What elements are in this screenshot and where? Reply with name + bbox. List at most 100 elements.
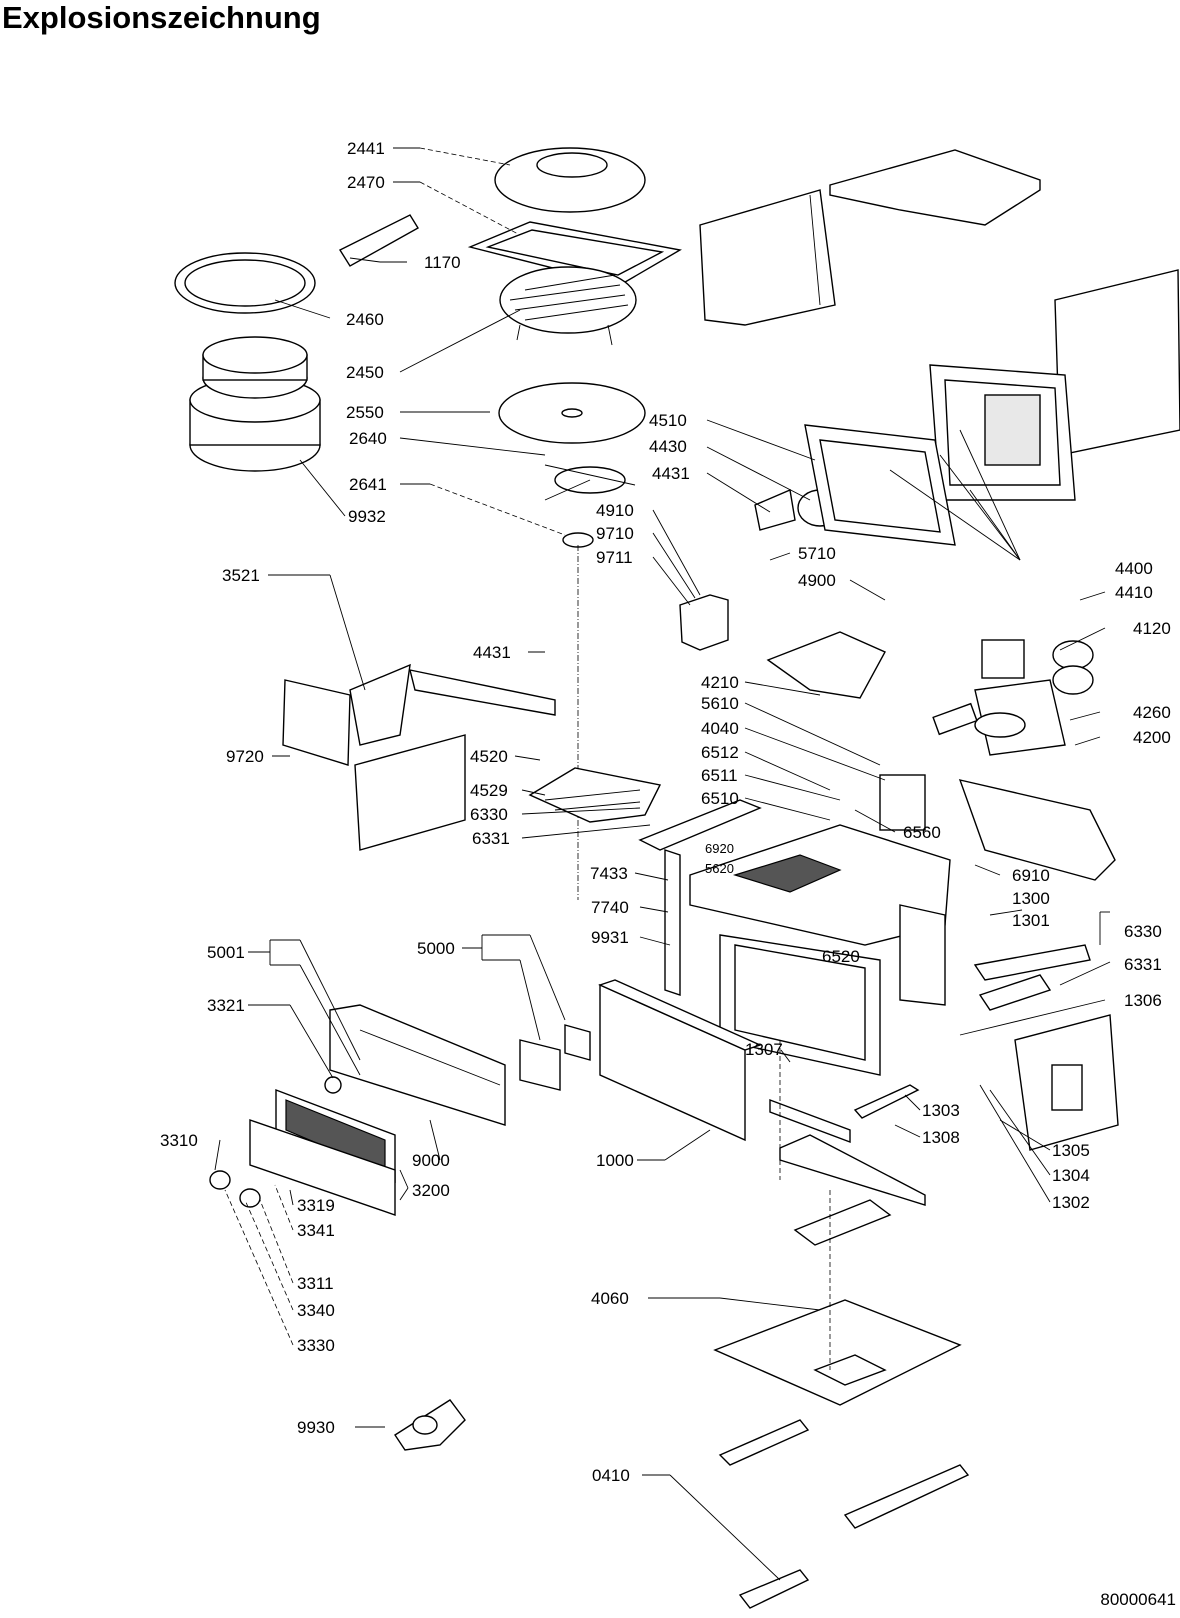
part-label-3340: 3340 (297, 1301, 335, 1320)
rail-4431 (409, 669, 556, 716)
part-label-4431: 4431 (652, 464, 690, 483)
base-plate-4060 (713, 1299, 962, 1406)
part-label-5000: 5000 (417, 939, 455, 958)
part-label-6520: 6520 (822, 947, 860, 966)
plate-2460 (174, 252, 316, 314)
door-bar-1303 (853, 1084, 920, 1119)
part-label-9710: 9710 (596, 524, 634, 543)
part-label-5620: 5620 (705, 861, 734, 876)
part-label-6331: 6331 (472, 829, 510, 848)
part-label-4510: 4510 (649, 411, 687, 430)
part-label-1308: 1308 (922, 1128, 960, 1147)
part-label-4520: 4520 (470, 747, 508, 766)
motor-4410 (981, 639, 1094, 695)
part-label-4529: 4529 (470, 781, 508, 800)
leader-lines (214, 147, 1111, 1581)
knob-3311 (239, 1188, 261, 1208)
document-number: 80000641 (1100, 1590, 1176, 1609)
part-label-1300: 1300 (1012, 889, 1050, 908)
door-seal-frame-4400 (804, 424, 956, 546)
part-label-2441: 2441 (347, 139, 385, 158)
part-labels: 2441 2470 1170 2460 2450 2550 2640 2641 … (160, 139, 1171, 1485)
cabinet-right-side-panel (1054, 269, 1180, 456)
stand-9930 (394, 1399, 466, 1451)
part-label-2470: 2470 (347, 173, 385, 192)
turntable-glass-2550 (498, 382, 646, 444)
insulation-panel (354, 734, 466, 851)
cavity-frame (929, 364, 1076, 501)
part-label-5001: 5001 (207, 943, 245, 962)
part-label-9930: 9930 (297, 1418, 335, 1437)
part-label-6330: 6330 (470, 805, 508, 824)
part-label-9720: 9720 (226, 747, 264, 766)
handle-1170 (338, 214, 419, 267)
part-label-1307: 1307 (745, 1040, 783, 1059)
part-label-1302: 1302 (1052, 1193, 1090, 1212)
part-label-6560: 6560 (903, 823, 941, 842)
part-label-2640: 2640 (349, 429, 387, 448)
foot-rail-0410 (718, 1419, 970, 1609)
bottom-rail (769, 1098, 926, 1206)
part-label-6512: 6512 (701, 743, 739, 762)
part-label-3311: 3311 (297, 1274, 334, 1293)
part-label-6331b: 6331 (1124, 955, 1162, 974)
part-label-1000: 1000 (596, 1151, 634, 1170)
part-label-4410: 4410 (1115, 583, 1153, 602)
part-label-9711: 9711 (596, 548, 633, 567)
waveguide-cover-5710 (766, 631, 886, 699)
part-label-4431b: 4431 (473, 643, 511, 662)
part-label-7740: 7740 (591, 898, 629, 917)
part-label-9932: 9932 (348, 507, 386, 526)
part-label-4900: 4900 (798, 571, 836, 590)
roller-ring-2640 (544, 464, 636, 501)
part-label-9931: 9931 (591, 928, 629, 947)
part-label-7433: 7433 (590, 864, 628, 883)
bracket-6331 (978, 974, 1052, 1011)
part-label-1303: 1303 (922, 1101, 960, 1120)
part-label-6511: 6511 (701, 766, 738, 785)
control-panel-3200 (249, 1119, 396, 1216)
rail-7433 (664, 849, 681, 996)
part-label-4210: 4210 (701, 673, 739, 692)
magnetron-6510 (879, 774, 926, 831)
side-panel-1306 (1014, 1014, 1119, 1151)
steamer-set-9932 (189, 336, 321, 472)
cover-lid-2441 (494, 147, 646, 213)
part-label-4400: 4400 (1115, 559, 1153, 578)
base-bracket (793, 1199, 892, 1246)
cabinet-top-panel (829, 149, 1041, 226)
part-label-4040: 4040 (701, 719, 739, 738)
part-label-3341: 3341 (297, 1221, 335, 1240)
cabinet-left-side-panel (699, 189, 836, 326)
part-label-6910: 6910 (1012, 866, 1050, 885)
part-label-2450: 2450 (346, 363, 384, 382)
control-unit-5001 (329, 1004, 506, 1126)
part-label-5710: 5710 (798, 544, 836, 563)
part-label-6510: 6510 (701, 789, 739, 808)
part-label-3200: 3200 (412, 1181, 450, 1200)
knob-3310 (209, 1170, 231, 1190)
hinge-group-6330 (973, 944, 1091, 981)
baking-tray-2470 (467, 221, 682, 286)
part-label-4910: 4910 (596, 501, 634, 520)
control-bracket-4200 (958, 779, 1116, 881)
part-label-3321: 3321 (207, 996, 245, 1015)
pcb-9720 (282, 679, 351, 766)
bracket-3521 (349, 663, 411, 746)
part-label-3319: 3319 (297, 1196, 335, 1215)
bracket-9711 (679, 594, 729, 651)
grill-rack-2450 (499, 266, 637, 346)
oven-cavity (689, 824, 951, 946)
part-label-3330: 3330 (297, 1336, 335, 1355)
grill-element-4520 (528, 767, 662, 823)
part-label-6330b: 6330 (1124, 922, 1162, 941)
capacitor-5610 (932, 702, 978, 736)
board-5000 (519, 1024, 591, 1091)
transformer-4120 (974, 679, 1066, 756)
part-label-1305: 1305 (1052, 1141, 1090, 1160)
part-label-3521: 3521 (222, 566, 260, 585)
part-label-2641: 2641 (349, 475, 387, 494)
knob-3321 (324, 1076, 342, 1094)
door-1000 (598, 979, 762, 1142)
part-label-1306: 1306 (1124, 991, 1162, 1010)
